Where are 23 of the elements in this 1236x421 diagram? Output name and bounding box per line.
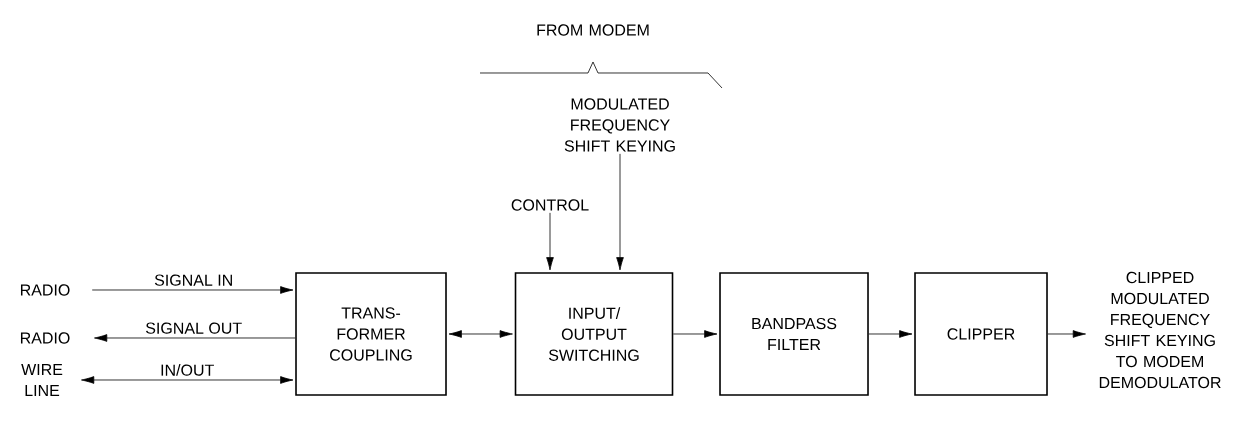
node-text: RADIO: [21, 332, 70, 344]
arrow: [448, 330, 513, 338]
node-text: MODULATED FREQUENCY SHIFT KEYING: [564, 98, 675, 152]
edge-label: IN/OUT: [159, 363, 216, 377]
edge-label: SIGNAL IN: [153, 273, 235, 287]
node-text: CONTROL: [511, 199, 589, 211]
node-text: WIRE LINE: [21, 364, 63, 396]
arrow: [616, 153, 624, 271]
process-box: BANDPASS FILTER: [719, 272, 869, 396]
arrow: [91, 286, 294, 294]
arrow: [94, 334, 296, 342]
arrow: [1047, 330, 1086, 338]
process-box: CLIPPER: [914, 272, 1048, 396]
node-text: RADIO: [21, 284, 70, 296]
arrow: [81, 376, 294, 384]
process-box: INPUT/ OUTPUT SWITCHING: [514, 272, 674, 396]
note-text: FROM MODEM: [537, 24, 649, 36]
process-box: TRANS- FORMER COUPLING: [295, 272, 447, 396]
arrow: [868, 330, 913, 338]
arrow: [672, 330, 718, 338]
edge-label: SIGNAL OUT: [144, 321, 244, 335]
node-text: CLIPPED MODULATED FREQUENCY SHIFT KEYING TO MODEM DEMODULATOR: [1099, 271, 1221, 389]
arrow: [546, 212, 554, 271]
